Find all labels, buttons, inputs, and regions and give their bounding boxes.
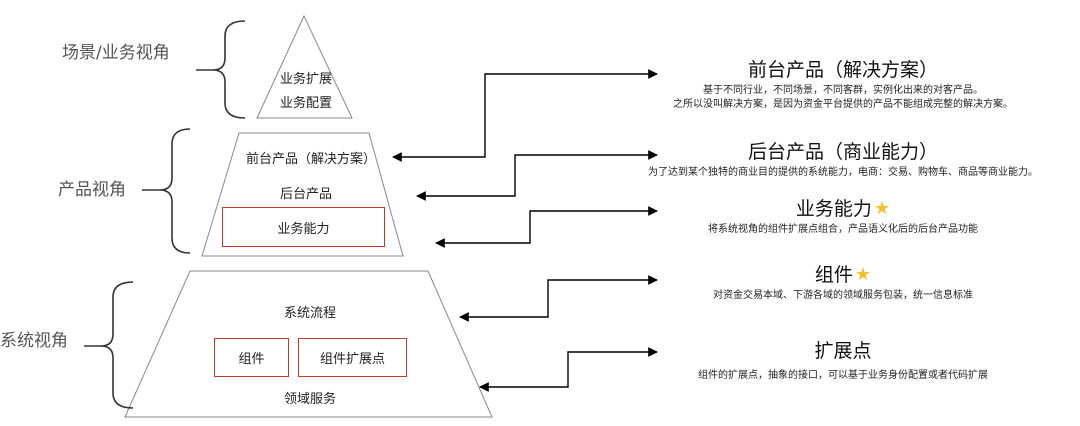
back-product-label: 后台产品 xyxy=(279,187,333,202)
scene-brace-icon xyxy=(212,20,246,119)
system-brace-icon xyxy=(100,281,134,409)
system-flow-label: 系统流程 xyxy=(283,306,337,321)
back-product-desc: 为了达到某个独特的商业目的提供的系统能力，电商：交易、购物车、商品等商业能力。 xyxy=(648,167,1038,178)
front-product-title: 前台产品（解决方案） xyxy=(747,59,938,81)
extension-note: 扩展点 组件的扩展点，抽象的接口，可以基于业务身份配置或者代码扩展 xyxy=(698,342,988,383)
pyramid-middle-tier xyxy=(201,132,404,257)
star-icon: ★ xyxy=(854,264,872,285)
product-view-label: 产品视角 xyxy=(58,180,126,200)
extension-title: 扩展点 xyxy=(814,340,872,362)
extension-box: 组件扩展点 xyxy=(298,338,407,377)
back-product-arrow xyxy=(416,150,658,201)
top-tier-line2: 业务配置 xyxy=(279,96,333,111)
product-brace-icon xyxy=(159,128,191,254)
domain-service-label: 领域服务 xyxy=(283,392,337,407)
component-title-text: 组件 xyxy=(814,264,853,286)
component-arrow xyxy=(459,275,658,322)
pyramid-bottom-tier xyxy=(124,270,493,418)
component-desc: 对资金交易本域、下游各域的领域服务包装，统一信息标准 xyxy=(713,290,973,301)
capability-note: 业务能力★ 将系统视角的组件扩展点组合，产品语义化后的后台产品功能 xyxy=(708,200,978,237)
system-view-label: 系统视角 xyxy=(0,331,68,351)
front-product-arrow xyxy=(392,69,658,162)
pyramid-top-tier xyxy=(256,14,353,119)
capability-desc: 将系统视角的组件扩展点组合，产品语义化后的后台产品功能 xyxy=(708,224,978,235)
extension-arrow xyxy=(479,347,658,392)
back-product-note: 后台产品（商业能力） 为了达到某个独特的商业目的提供的系统能力，电商：交易、购物… xyxy=(648,143,1038,180)
star-icon: ★ xyxy=(873,198,891,219)
front-product-desc2: 之所以没叫解决方案，是因为资金平台提供的产品不能组成完整的解决方案。 xyxy=(673,99,1013,110)
component-title: 组件★ xyxy=(713,266,973,285)
extension-desc: 组件的扩展点，抽象的接口，可以基于业务身份配置或者代码扩展 xyxy=(698,370,988,381)
back-product-title: 后台产品（商业能力） xyxy=(747,141,938,163)
front-product-desc1: 基于不同行业，不同场景，不同客群，实例化出来的对客产品。 xyxy=(703,85,983,96)
scene-view-label: 场景/业务视角 xyxy=(62,43,170,63)
front-product-note: 前台产品（解决方案） 基于不同行业，不同场景，不同客群，实例化出来的对客产品。 … xyxy=(673,61,1013,112)
component-note: 组件★ 对资金交易本域、下游各域的领域服务包装，统一信息标准 xyxy=(713,266,973,303)
capability-arrow xyxy=(435,206,658,248)
top-tier-line1: 业务扩展 xyxy=(279,72,333,87)
capability-box: 业务能力 xyxy=(222,207,385,247)
front-product-label: 前台产品（解决方案） xyxy=(245,152,377,167)
component-box: 组件 xyxy=(214,338,289,377)
capability-title: 业务能力★ xyxy=(708,200,978,219)
capability-title-text: 业务能力 xyxy=(795,198,872,220)
